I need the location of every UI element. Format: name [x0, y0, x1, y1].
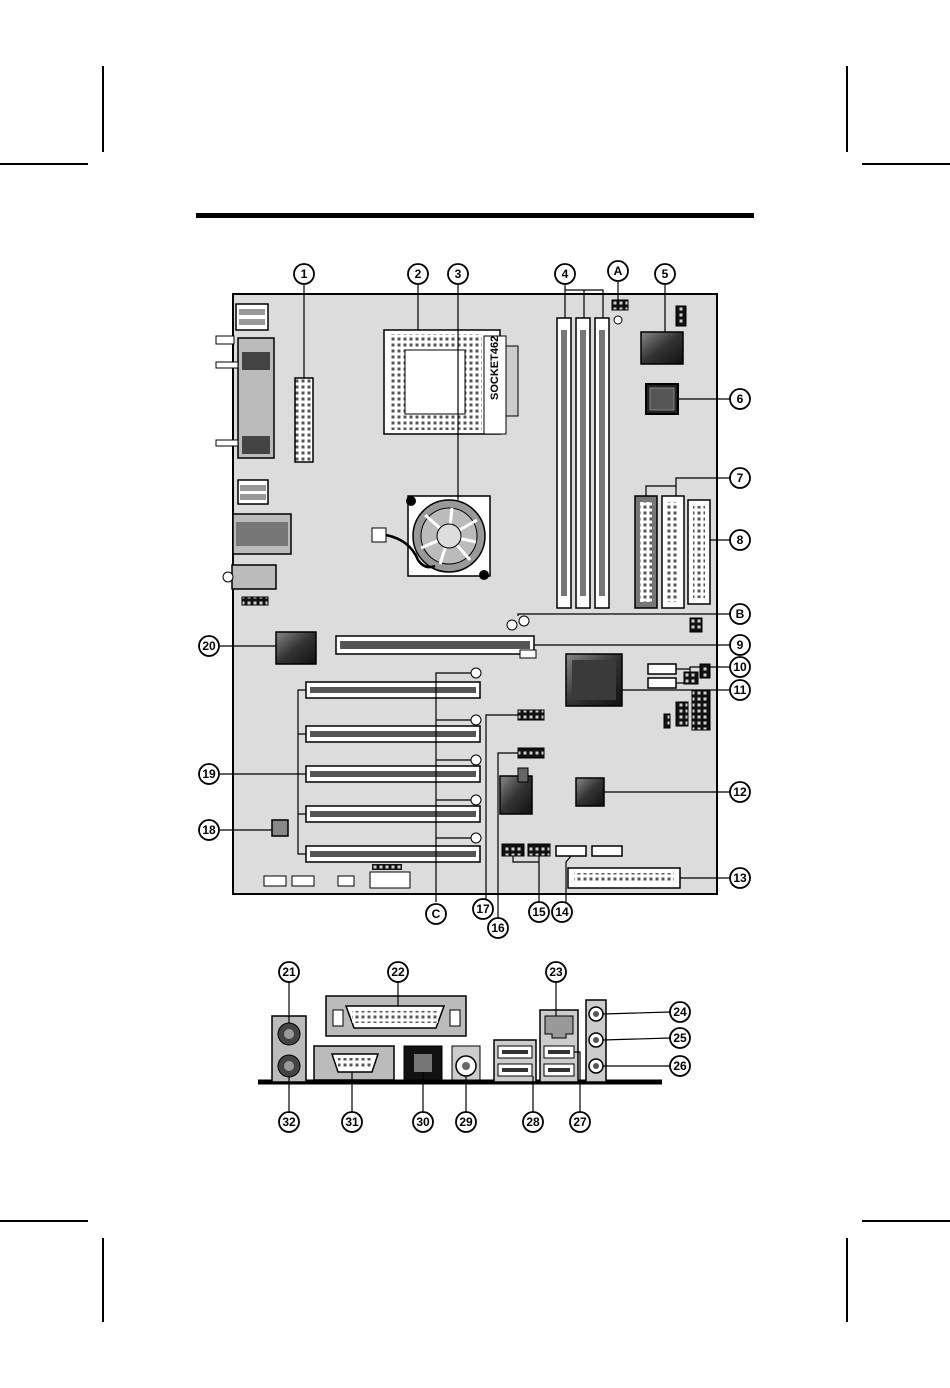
svg-text:4: 4 [562, 267, 569, 281]
callout-22: 22 [388, 962, 408, 982]
callout-16: 16 [488, 918, 508, 938]
callout-3: 3 [448, 264, 468, 284]
front-usb-header-2 [518, 748, 544, 758]
svg-text:16: 16 [491, 921, 505, 935]
svg-text:24: 24 [673, 1005, 687, 1019]
callout-24: 24 [670, 1002, 690, 1022]
buzzer [272, 820, 288, 836]
svg-text:8: 8 [737, 533, 744, 547]
callout-32: 32 [279, 1112, 299, 1132]
svg-text:26: 26 [673, 1059, 687, 1073]
callout-14: 14 [552, 902, 572, 922]
svg-text:C: C [432, 907, 441, 921]
front-usb-header-1 [518, 710, 544, 720]
back-panel [258, 982, 670, 1112]
lan-chip [576, 778, 604, 806]
callout-18: 18 [199, 820, 219, 840]
callout-4: 4 [555, 264, 575, 284]
sata-connector-bottom-1 [556, 846, 586, 856]
svg-text:21: 21 [282, 965, 296, 979]
svg-text:12: 12 [733, 785, 747, 799]
sata-connector-top [648, 664, 676, 674]
svg-text:1: 1 [301, 267, 308, 281]
callout-17: 17 [473, 899, 493, 919]
callout-26: 26 [670, 1056, 690, 1076]
callout-b: B [730, 604, 750, 624]
svg-text:17: 17 [476, 902, 490, 916]
callout-9: 9 [730, 635, 750, 655]
svg-text:11: 11 [734, 683, 747, 697]
callout-12: 12 [730, 782, 750, 802]
svg-text:23: 23 [549, 965, 563, 979]
ide-connectors [635, 496, 710, 608]
io-chip [641, 332, 683, 364]
svg-text:10: 10 [733, 660, 747, 674]
callout-25: 25 [670, 1028, 690, 1048]
svg-text:31: 31 [345, 1115, 359, 1129]
svg-text:19: 19 [202, 767, 216, 781]
callout-7: 7 [730, 468, 750, 488]
svg-text:B: B [736, 607, 745, 621]
callout-5: 5 [655, 264, 675, 284]
callout-20: 20 [199, 636, 219, 656]
svg-text:30: 30 [416, 1115, 430, 1129]
callout-29: 29 [456, 1112, 476, 1132]
svg-text:25: 25 [673, 1031, 687, 1045]
svg-text:7: 7 [737, 471, 744, 485]
callout-15: 15 [529, 902, 549, 922]
front-panel-header-2 [528, 844, 550, 856]
callout-6: 6 [730, 389, 750, 409]
callout-2: 2 [408, 264, 428, 284]
callout-1: 1 [294, 264, 314, 284]
svg-text:5: 5 [662, 267, 669, 281]
atx-power-connector [295, 378, 313, 462]
svg-text:27: 27 [573, 1115, 587, 1129]
clock-chip [276, 632, 316, 664]
svg-text:13: 13 [733, 871, 747, 885]
svg-text:18: 18 [202, 823, 216, 837]
svg-text:20: 20 [202, 639, 216, 653]
callout-8: 8 [730, 530, 750, 550]
svg-text:A: A [614, 264, 623, 278]
svg-text:9: 9 [737, 638, 744, 652]
svg-text:15: 15 [532, 905, 546, 919]
svg-text:6: 6 [737, 392, 744, 406]
svg-text:32: 32 [282, 1115, 296, 1129]
svg-text:2: 2 [415, 267, 422, 281]
sata-connector-bottom-2 [592, 846, 622, 856]
callout-28: 28 [523, 1112, 543, 1132]
callout-30: 30 [413, 1112, 433, 1132]
cpu-socket: SOCKET462 [384, 330, 518, 434]
svg-text:29: 29 [459, 1115, 473, 1129]
callout-19: 19 [199, 764, 219, 784]
callout-21: 21 [279, 962, 299, 982]
callout-a: A [608, 261, 628, 281]
jumper-a-header [612, 300, 628, 310]
svg-text:14: 14 [555, 905, 569, 919]
callout-11: 11 [730, 680, 750, 700]
dimm-slots [557, 318, 609, 608]
callout-10: 10 [730, 657, 750, 677]
callout-13: 13 [730, 868, 750, 888]
callout-31: 31 [342, 1112, 362, 1132]
callout-23: 23 [546, 962, 566, 982]
callout-27: 27 [570, 1112, 590, 1132]
front-panel-header-1 [502, 844, 524, 856]
svg-text:22: 22 [391, 965, 405, 979]
callout-c: C [426, 904, 446, 924]
socket-label: SOCKET462 [489, 336, 501, 400]
svg-text:28: 28 [526, 1115, 540, 1129]
svg-text:3: 3 [455, 267, 462, 281]
